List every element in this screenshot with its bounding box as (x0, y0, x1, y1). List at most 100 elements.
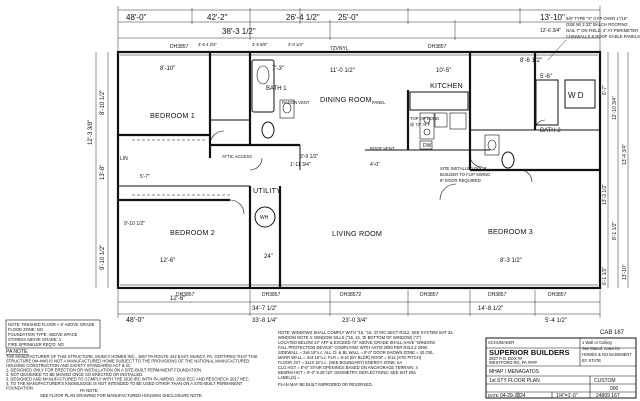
int-dim-3-9: 3'-9 1/2" (300, 154, 319, 160)
sink-icon (434, 112, 448, 128)
pa-note-8: PA NOTE: (80, 388, 99, 393)
left-dim-3: 9'-10 1/2" (100, 245, 106, 270)
int-dim-4-0: 4'-0" (370, 162, 380, 168)
room-labels: BEDROOM 1 BEDROOM 2 BEDROOM 3 DINING ROO… (150, 81, 561, 238)
window-notes: NOTE: WINDOWS SHALL COMPLY WITH "15, "16… (278, 330, 454, 387)
pa-note-4: 2. NOT DESIGNED TO BE MOVED ONCE SO EREC… (6, 372, 143, 377)
door-swings (209, 119, 546, 215)
kitchen-label: KITCHEN (430, 81, 463, 90)
bottom-dim-1: 12'-6" (170, 296, 185, 302)
int-dim-4: 8'-6 1/2" (520, 58, 542, 64)
scale-value: 1/4"=1'-0" (556, 393, 578, 399)
right-dim-0: 6'-7" (602, 85, 608, 95)
top-sub-5: DH3857 (428, 44, 447, 50)
hood-note-2: @ 72" AFF (410, 122, 431, 127)
living-room-label: LIVING ROOM (332, 229, 382, 238)
toilet-icon (261, 121, 275, 139)
top-dimension-strings: 48'-0" 42'-2" 38'-3 1/2" 26'-4 1/2" 25'-… (117, 6, 601, 52)
callout-line-1: 5/8" TYPE "X" GYP OVER 1"/16" (566, 16, 628, 21)
water-heater-icon (254, 206, 276, 228)
right-dim-5: 13'-10" (622, 264, 628, 280)
notes-header: NOTE: FINISHED FLOOR < 6' ABOVE GRADE (8, 322, 95, 327)
dishwasher-icon (419, 140, 433, 150)
pa-note-title: PA NOTE: (6, 349, 29, 355)
interior-dimensions: 8'-10" 7'-3" 11'-0 1/2" 10'-5" 8'-6 1/2"… (120, 58, 584, 264)
pa-note-6: 4. TO THE MANUFACTURER'S KNOWLEDGE IS NO… (6, 381, 243, 386)
pa-note-0: THE MANUFACTURER OF THIS STRUCTURE, MUNC… (6, 354, 258, 359)
bedroom-2-label: BEDROOM 2 (170, 228, 215, 237)
roof-callout: 5/8" TYPE "X" GYP OVER 1"/16" OSB W/ 2.3… (547, 16, 640, 61)
sheet-custom: CUSTOM (594, 378, 616, 384)
date-value: 04-29-2024 (500, 393, 526, 399)
win-note-2: LOCATED BELOW 24" AFF & EXCEED 72" ABOVE… (278, 340, 435, 345)
int-dim-8-3: 8'-3 1/2" (500, 258, 522, 264)
top-sub-0: DH3857 (170, 44, 189, 50)
site-door-note: SITE INSTALLED DOOR (440, 166, 487, 171)
pa-note-9: SEE FLOOR PLAN DRAWING FOR MANUFACTURED … (40, 393, 203, 398)
int-dim-24: 24" (264, 254, 273, 260)
company-line-0: 2927 P.O. BOX ## (489, 356, 523, 361)
bathtub-icon (251, 59, 275, 113)
bottom-sub-4: DH3857 (488, 292, 507, 298)
pa-note-7: FOUNDATION. (6, 386, 34, 391)
top-sub-1: 4'-6 4 3/4" (198, 42, 217, 47)
hood-note: TOP OF HOOD (410, 116, 439, 121)
top-dim-1: 42'-2" (207, 13, 228, 22)
bottom-sub-1: DH3857 (262, 292, 281, 298)
lin-label: LIN (120, 156, 128, 162)
wd-label: W D (568, 91, 584, 100)
tb-right-2: HOMES & NO BASEMENT (582, 352, 632, 357)
int-dim-5: 5'-6" (540, 74, 552, 80)
win-note-5: MARR WALL = 2x3 16"o.c. FLR = 8-10 (BY B… (278, 355, 422, 360)
fixtures: WH (132, 59, 596, 228)
top-sub-2: 3'-5 5/8" (252, 42, 268, 47)
pa-note-1: STRUCTURE (##-###) IS NOT A MANUFACTURED… (6, 359, 249, 364)
left-dim-0: 8'-10 1/2" (100, 90, 106, 115)
int-dim-12-6: 12'-6" (160, 258, 175, 264)
bath-1-label: BATH 1 (266, 86, 287, 92)
int-dim-0: 8'-10" (160, 66, 175, 72)
top-dim-3: 26'-4 1/2" (286, 13, 320, 22)
int-dim-1: 7'-3" (272, 66, 284, 72)
tb-right-3: BY STATE (582, 358, 601, 363)
radon-vent-label: RADON VENT (282, 100, 310, 105)
cab-label: CAB 167 (600, 330, 625, 336)
dw-label: DW (423, 143, 432, 149)
dwg-label-date: DATE (488, 393, 499, 398)
shower-icon (535, 79, 559, 126)
bedroom-3-label: BEDROOM 3 (488, 227, 533, 236)
notes-line-3: FIRE SPRINKLER REQ'D: NO (8, 342, 64, 347)
top-dim-5: 13'-10" (540, 13, 565, 22)
company-name: SUPERIOR BUILDERS (489, 348, 570, 357)
left-dim-2: 13'-8" (100, 165, 106, 180)
bottom-sub-5: DH3857 (548, 292, 567, 298)
right-dim-6: 6'-1 1/2" (602, 266, 608, 285)
pa-notes: PA NOTE: THE MANUFACTURER OF THIS STRUCT… (6, 349, 258, 398)
sheet-title: 1st STY FLOOR PLAN (489, 378, 540, 384)
left-dimension-strings: 8'-10 1/2" 12'-3 3/8" 13'-8" 9'-10 1/2" (88, 52, 109, 288)
company-line-1: WESTFORD RD, PA #### (489, 360, 538, 365)
attic-access-label: ATTIC ACCESS (222, 154, 252, 159)
pa-note-5: 3. DESIGNED AND MANUFACTURED TO COMPLY W… (6, 377, 250, 382)
vanity-icon (279, 99, 295, 119)
win-note-8: BEDRM HGT = 8'-0" 8.25"/10" GEOMETRY. DE… (278, 370, 416, 375)
range-icon (419, 112, 435, 140)
pa-note-2: HOUSING CONSTRUCTION AND SAFETY STANDARD… (6, 363, 131, 368)
notes-line-0: FLOOD ZONE: NO (8, 327, 43, 332)
top-sub-3: 3'-0 1/4" (288, 42, 304, 47)
notes-box: NOTE: FINISHED FLOOR < 6' ABOVE GRADE FL… (5, 319, 101, 349)
win-note-7: CLG HGT = 8'-0" STAIR OPENINGS BASED ON … (278, 365, 418, 370)
win-note-6: FLOOR JST = 2x10 16"o.c. (SEE BOUNDARY) … (278, 360, 402, 365)
bottom-sub-0: DH3857 (176, 292, 195, 298)
toilet-2-icon (501, 151, 515, 169)
bath-2-label: BATH 2 (540, 128, 561, 134)
bottom-sub-3: DH3857 (420, 292, 439, 298)
int-dim-1-11: 1'-11 3/4" (290, 162, 311, 168)
bottom-dim-3: 34'-7 1/2" (252, 306, 277, 312)
callout-line-3: NAIL 7" ON FIELD, 4" AT PERIMETER (566, 28, 638, 33)
int-dim-5-7: 5'-7" (140, 174, 150, 180)
win-note-3: FALL PROTECTION DEVICE" COMPLYING WITH A… (278, 345, 428, 350)
dealer-label: SCHUMAKER (488, 340, 514, 345)
kitchen-counter (409, 91, 469, 111)
int-dim-2: 11'-0 1/2" (330, 68, 355, 74)
